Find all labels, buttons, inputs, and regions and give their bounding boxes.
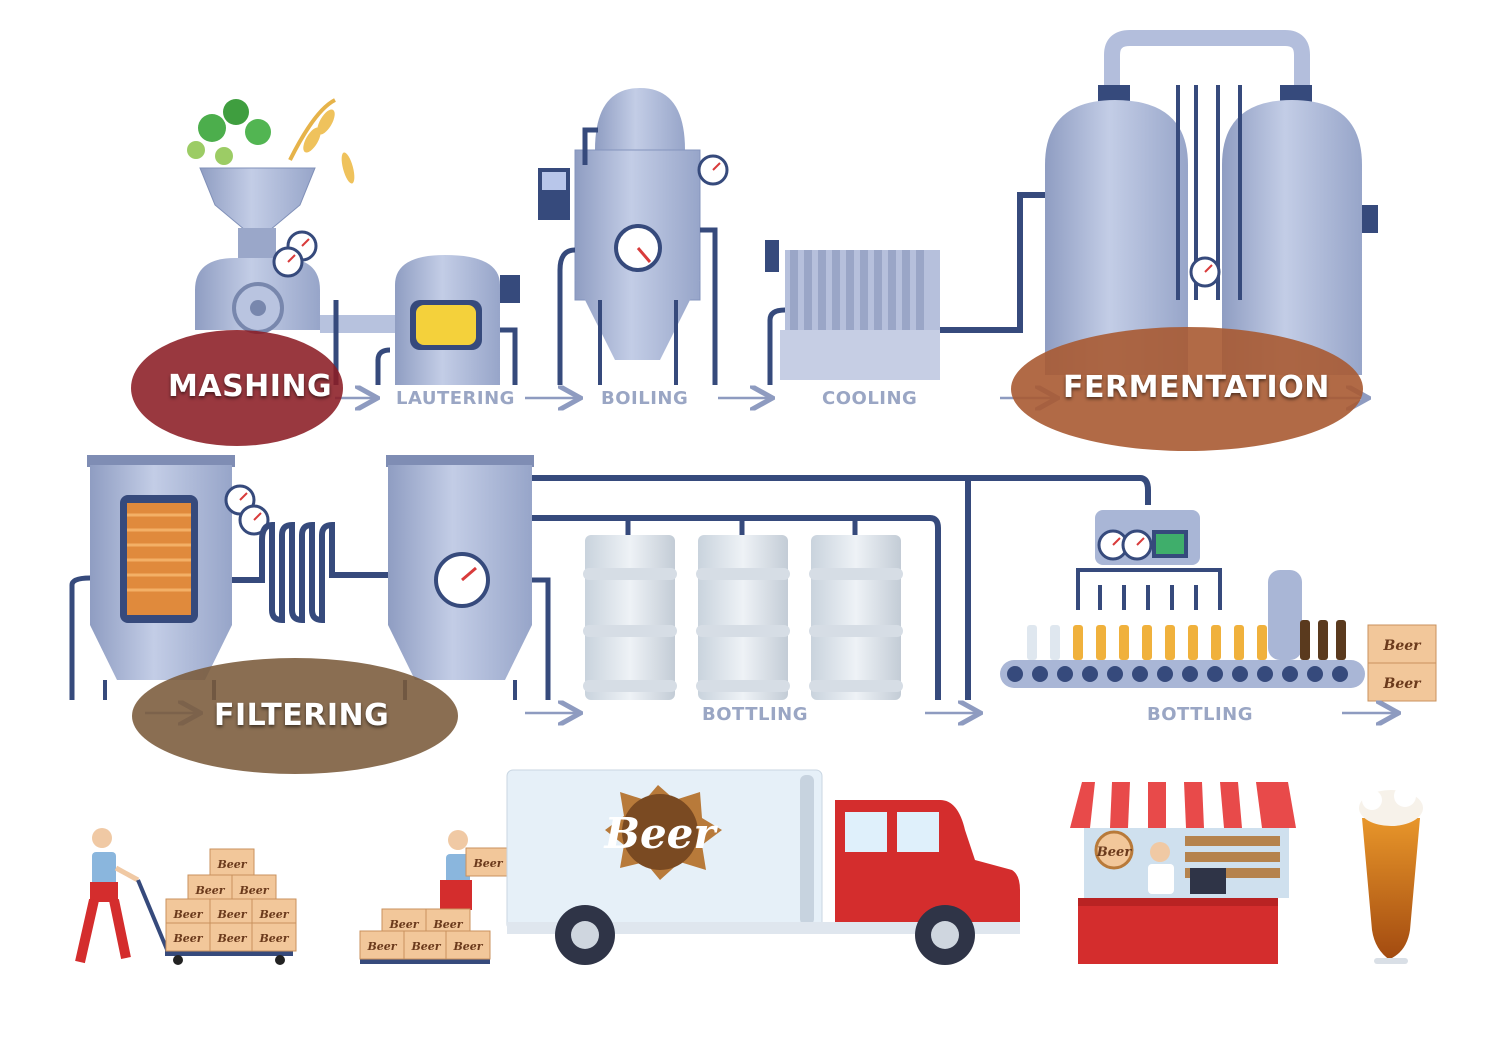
worker-pallet-jack [75, 828, 297, 965]
fermentation-tanks [1045, 30, 1378, 375]
mashing-machine [195, 167, 320, 334]
crate-label: Beer [1382, 676, 1422, 692]
crate-label: Beer [1382, 638, 1422, 654]
cooling-unit [765, 192, 1050, 385]
mashing-highlight [131, 330, 343, 446]
fermentation-highlight [1011, 327, 1363, 451]
pipe-mash-lauter [320, 315, 400, 333]
top-pipe [532, 475, 1151, 505]
stage-label-bottling-line: BOTTLING [1147, 704, 1253, 725]
beer-stall: Beer [1070, 782, 1296, 964]
delivery-truck: Beer [506, 769, 1020, 965]
stall-sign: Beer [1096, 845, 1133, 860]
bright-tank [386, 455, 551, 700]
bottling-machine [1076, 510, 1302, 660]
conveyor-belt [1000, 660, 1365, 688]
filter-tank [69, 455, 390, 700]
keg-3 [809, 535, 903, 700]
hops-and-wheat [187, 98, 355, 184]
lautering-tun [395, 255, 520, 385]
stage-label-lautering: LAUTERING [396, 388, 515, 409]
keg-2 [696, 535, 790, 700]
beer-crates: Beer Beer [1367, 624, 1437, 702]
truck-logo: Beer [603, 809, 718, 858]
worker-loading [359, 830, 511, 964]
stage-label-bottling-kegs: BOTTLING [702, 704, 808, 725]
beer-glass [1359, 785, 1423, 964]
filtering-highlight [132, 658, 458, 774]
bottles [1027, 620, 1346, 660]
boiling-kettle [538, 88, 729, 385]
keg-1 [583, 535, 677, 700]
stage-label-fermentation: FERMENTATION [1063, 370, 1330, 405]
stage-label-boiling: BOILING [601, 388, 689, 409]
stage-label-filtering: FILTERING [214, 698, 390, 733]
stage-label-cooling: COOLING [822, 388, 918, 409]
keg-pipe [532, 515, 941, 700]
stage-label-mashing: MASHING [168, 369, 333, 404]
